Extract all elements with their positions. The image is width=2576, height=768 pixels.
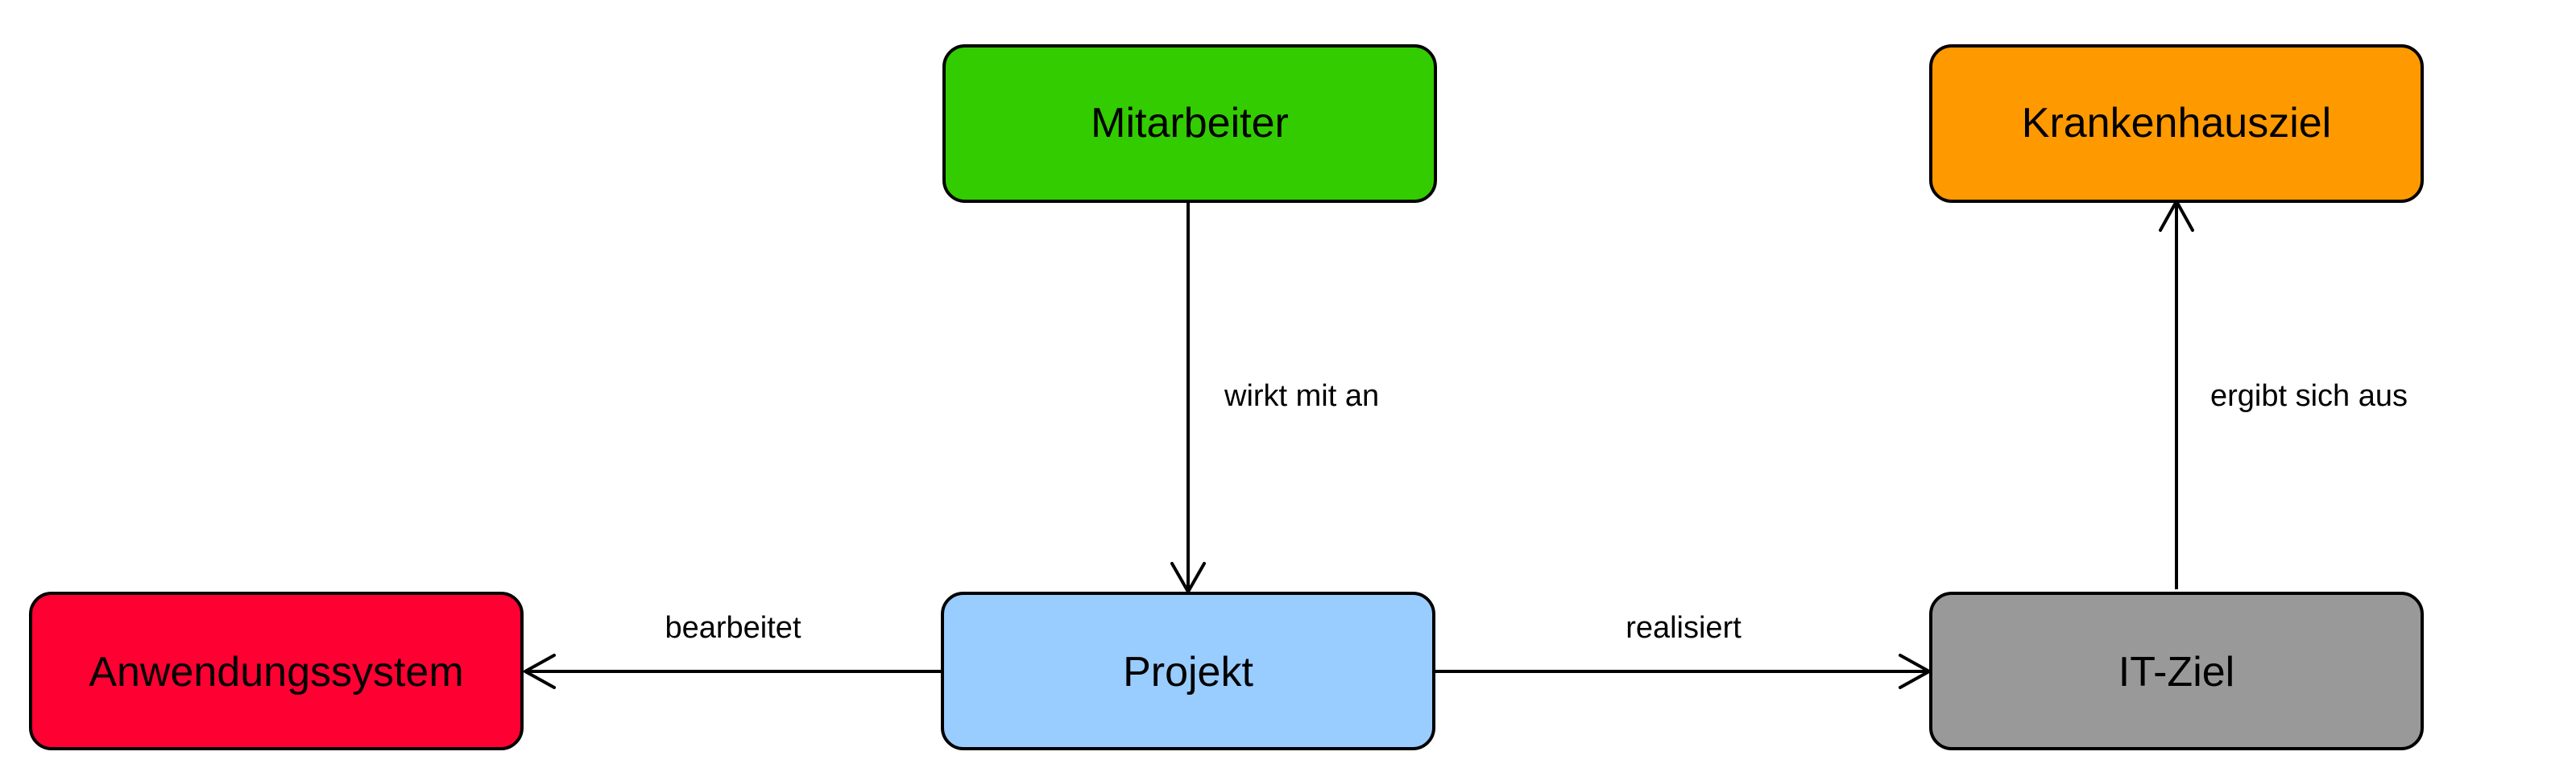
node-box (29, 592, 524, 750)
node-krankenhausziel[interactable]: Krankenhausziel (1929, 44, 2424, 203)
node-label-krankenhausziel: Krankenhausziel (2022, 100, 2331, 147)
edge-wirkt-mit-an: wirkt mit an (1170, 201, 1379, 593)
edge-realisiert: realisiert (1435, 611, 1931, 689)
edge-label-wirkt-mit-an: wirkt mit an (1224, 379, 1379, 413)
node-projekt[interactable]: Projekt (941, 592, 1435, 750)
edge-bearbeitet: bearbeitet (524, 611, 942, 689)
node-box (941, 592, 1435, 750)
edge-label-bearbeitet: bearbeitet (665, 611, 801, 645)
edge-ergibt-sich-aus: ergibt sich aus (2159, 200, 2408, 589)
node-box (942, 44, 1437, 203)
node-anwendungssystem[interactable]: Anwendungssystem (29, 592, 524, 750)
node-box (1929, 592, 2424, 750)
node-mitarbeiter[interactable]: Mitarbeiter (942, 44, 1437, 203)
node-label-anwendungssystem: Anwendungssystem (89, 649, 463, 696)
node-label-it-ziel: IT-Ziel (2118, 649, 2234, 696)
node-label-projekt: Projekt (1123, 649, 1253, 696)
arrowhead-icon (524, 654, 556, 689)
node-box (1929, 44, 2424, 203)
node-label-mitarbeiter: Mitarbeiter (1091, 100, 1289, 147)
edge-label-ergibt-sich-aus: ergibt sich aus (2210, 379, 2408, 413)
edge-label-realisiert: realisiert (1626, 611, 1741, 645)
node-it-ziel[interactable]: IT-Ziel (1929, 592, 2424, 750)
